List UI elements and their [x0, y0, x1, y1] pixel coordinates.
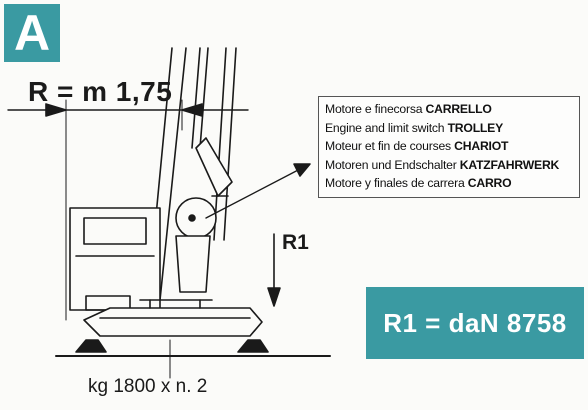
trolley-pulley-hub: [188, 214, 196, 222]
mast-line: [223, 47, 237, 241]
callout-leader: [205, 167, 303, 219]
counterweight-window: [83, 217, 147, 245]
callout-line: Motore e finecorsa CARRELLO: [325, 102, 492, 116]
mast-line: [159, 47, 187, 301]
section-badge: A: [4, 4, 60, 62]
radius-arrow-left: [45, 103, 67, 117]
mast-line: [199, 47, 209, 149]
callout-line: Motoren und Endschalter KATZFAHRWERK: [325, 157, 560, 172]
support-foot-right: [237, 339, 269, 353]
radius-arrow-right: [181, 103, 203, 117]
result-badge: R1 = daN 8758: [366, 287, 584, 359]
trolley-pulley: [175, 197, 217, 239]
mast-line: [191, 47, 201, 149]
radius-label: R = m 1,75: [28, 76, 173, 107]
mast-line: [213, 47, 227, 241]
r1-arrowhead: [267, 287, 281, 307]
callout-box: Motore e finecorsa CARRELLO Engine and l…: [318, 96, 580, 198]
callout-line: Moteur et fin de courses CHARIOT: [325, 139, 509, 154]
callout-line: Engine and limit switch TROLLEY: [325, 120, 504, 135]
callout-arrowhead: [293, 163, 311, 177]
counterweight-block: [69, 207, 161, 311]
trolley-arm: [195, 137, 233, 197]
callout-line: Motore y finales de carrera CARRO: [325, 176, 512, 191]
reaction-label: R1: [282, 231, 309, 254]
weight-label: kg 1800 x n. 2: [88, 376, 208, 397]
trolley-motor: [175, 235, 211, 293]
support-foot-left: [75, 339, 107, 353]
base-frame: [83, 307, 263, 337]
